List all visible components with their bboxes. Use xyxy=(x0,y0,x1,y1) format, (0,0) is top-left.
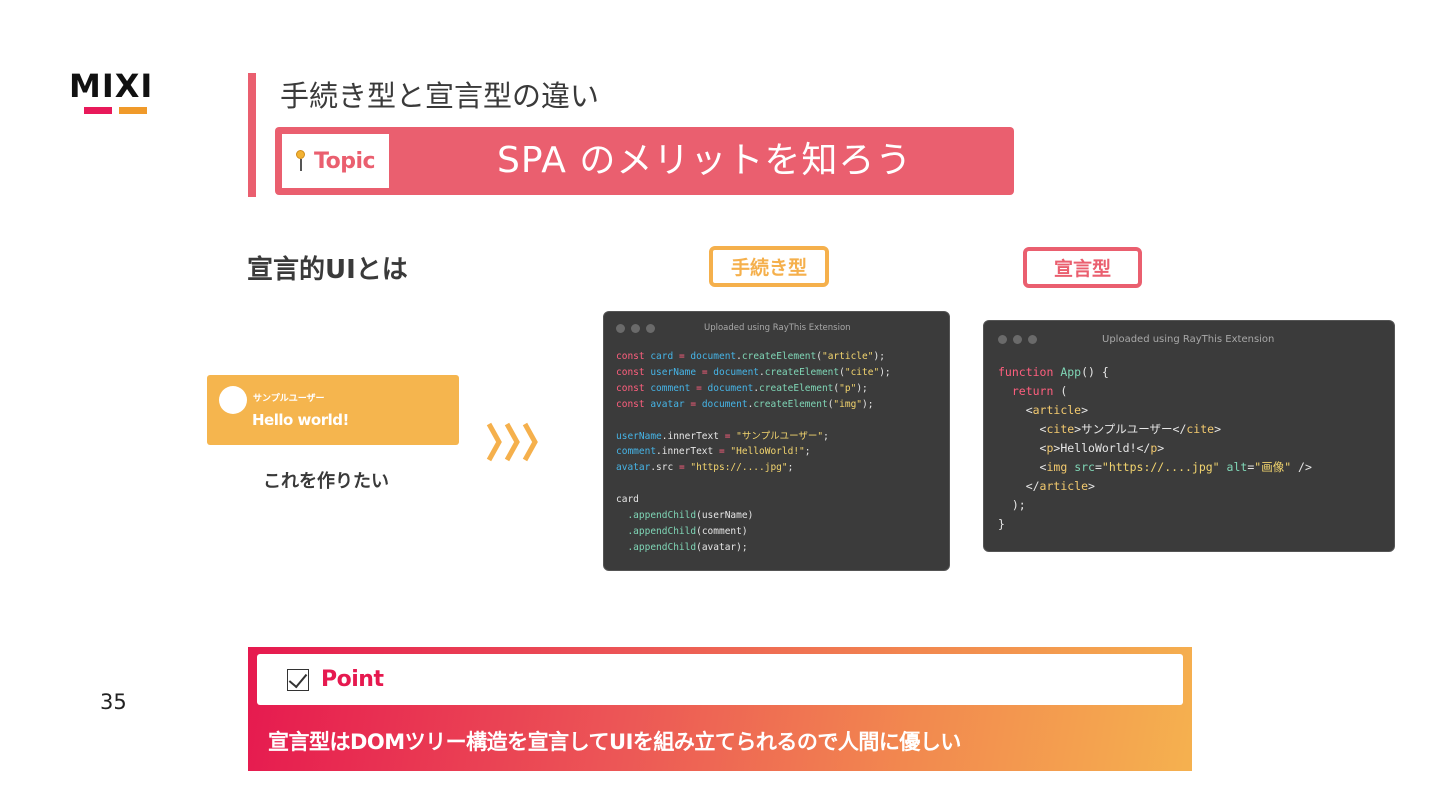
logo-bar-pink xyxy=(84,107,112,114)
page-number: 35 xyxy=(100,690,127,714)
logo-bar-orange xyxy=(119,107,147,114)
card-caption: これを作りたい xyxy=(263,471,389,492)
code-window-title: Uploaded using RayThis Extension xyxy=(1102,334,1275,345)
code-line: comment.innerText = "HelloWorld!"; xyxy=(616,446,811,458)
code-line: <p>HelloWorld!</p> xyxy=(998,441,1165,455)
code-line: const userName = document.createElement(… xyxy=(616,366,891,378)
avatar xyxy=(219,386,247,414)
code-line: <article> xyxy=(998,403,1089,417)
code-line: card xyxy=(616,494,639,506)
code-line: const card = document.createElement("art… xyxy=(616,351,885,362)
sample-message: Hello world! xyxy=(252,411,349,429)
declarative-code-window: Uploaded using RayThis Extension functio… xyxy=(983,320,1395,552)
code-line: const comment = document.createElement("… xyxy=(616,382,868,394)
code-line: userName.innerText = "サンプルユーザー"; xyxy=(616,430,829,442)
topic-banner: Topic SPA のメリットを知ろう xyxy=(275,127,1014,195)
code-line: return ( xyxy=(1011,384,1068,398)
code-line: .appendChild(avatar); xyxy=(627,541,748,553)
code-line: function App() { xyxy=(998,365,1109,379)
procedural-code-window: Uploaded using RayThis Extension const c… xyxy=(603,311,950,571)
topic-text: SPA のメリットを知ろう xyxy=(497,140,913,181)
code-line: </article> xyxy=(998,479,1095,493)
code-line xyxy=(616,476,891,492)
code-window-title: Uploaded using RayThis Extension xyxy=(704,323,851,333)
code-line: <cite>サンプルユーザー</cite> xyxy=(998,422,1222,436)
window-dots xyxy=(616,324,655,333)
point-header: Point xyxy=(257,654,1183,705)
point-box: Point 宣言型はDOMツリー構造を宣言してUIを組み立てられるので人間に優し… xyxy=(248,647,1192,771)
checkbox-icon xyxy=(287,668,309,691)
code-line: <img src="https://....jpg" alt="画像" /> xyxy=(998,460,1312,474)
declarative-code: function App() { return ( <article> <cit… xyxy=(998,363,1312,534)
pin-icon xyxy=(294,148,306,174)
code-line: } xyxy=(998,517,1005,531)
section-title: 手続き型と宣言型の違い xyxy=(280,79,600,113)
topic-label: Topic xyxy=(314,148,376,174)
point-label: Point xyxy=(321,667,384,692)
code-line: .appendChild(userName) xyxy=(627,510,754,522)
sample-user-name: サンプルユーザー xyxy=(253,394,325,404)
code-line xyxy=(616,413,891,429)
subheading: 宣言的UIとは xyxy=(247,255,408,285)
point-text: 宣言型はDOMツリー構造を宣言してUIを組み立てられるので人間に優しい xyxy=(268,730,961,754)
topic-tag: Topic xyxy=(282,134,389,188)
tag-declarative: 宣言型 xyxy=(1023,247,1142,288)
header-accent-bar xyxy=(248,73,256,197)
logo-text: MIXI xyxy=(69,67,154,105)
code-line: avatar.src = "https://....jpg"; xyxy=(616,462,794,474)
sample-comment-card: サンプルユーザー Hello world! xyxy=(207,375,459,445)
procedural-code: const card = document.createElement("art… xyxy=(616,349,891,556)
code-line: .appendChild(comment) xyxy=(627,525,748,537)
code-line: const avatar = document.createElement("i… xyxy=(616,398,874,410)
window-dots xyxy=(998,335,1037,344)
code-line: ); xyxy=(998,498,1026,512)
tag-procedural: 手続き型 xyxy=(709,246,829,287)
triple-chevron-right-icon xyxy=(486,422,538,462)
mixi-logo: MIXI xyxy=(69,70,164,116)
